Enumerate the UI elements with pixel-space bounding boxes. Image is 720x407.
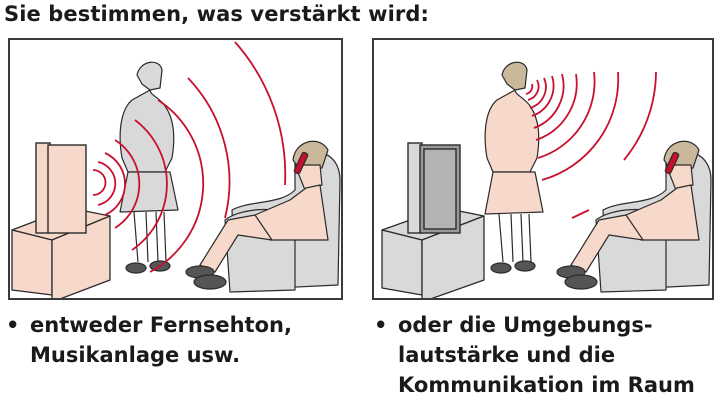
tv-icon — [35, 142, 87, 234]
page-title: Sie bestimmen, was verstärkt wird: — [4, 2, 429, 26]
caption-line: Musikanlage usw. — [30, 343, 241, 367]
tv-icon — [407, 142, 461, 234]
illustration-panel-room-sound — [372, 38, 714, 300]
caption-room-sound: • oder die Umgebungs- lautstärke und die… — [374, 310, 720, 400]
standing-woman-icon — [484, 61, 544, 274]
illustration-panel-tv-sound — [8, 38, 343, 300]
seated-man-icon — [185, 140, 329, 290]
caption-line: Kommunikation im Raum — [398, 373, 695, 397]
caption-line: entweder Fernsehton, — [30, 313, 292, 337]
sound-waves-icon — [92, 41, 287, 273]
caption-line: oder die Umgebungs- — [398, 313, 653, 337]
scene-room-sound — [381, 61, 712, 298]
bullet-icon: • — [6, 313, 20, 337]
standing-woman-icon — [119, 61, 179, 274]
sound-waves-icon — [525, 71, 657, 219]
caption-line: lautstärke und die — [398, 343, 616, 367]
seated-man-icon — [556, 140, 700, 290]
scene-tv-sound — [11, 41, 341, 298]
bullet-icon: • — [374, 313, 388, 337]
caption-tv-sound: • entweder Fernsehton, Musikanlage usw. — [6, 310, 346, 370]
